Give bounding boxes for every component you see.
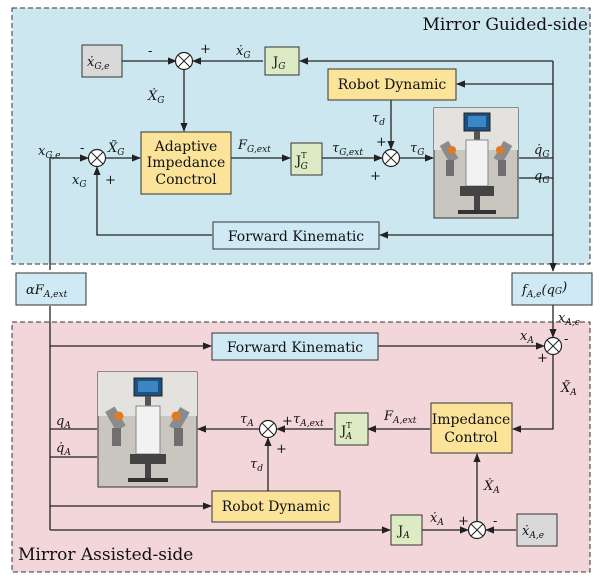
label-fgext: FG,ext	[237, 138, 271, 155]
assisted-side-title: Mirror Assisted-side	[18, 545, 193, 565]
label-faext: FA,ext	[383, 409, 417, 426]
robot-image-assisted	[97, 371, 198, 488]
label-q-g: qG	[534, 169, 550, 186]
svg-text:ẋA,e: ẋA,e	[522, 524, 544, 541]
forward-kinematic-guided-block: Forward Kinematic	[212, 221, 380, 250]
label-xge: xG,e	[38, 144, 60, 161]
svg-text:Impedance: Impedance	[432, 412, 511, 428]
label-xg: xG	[72, 173, 87, 190]
sign-plus-a2: +	[282, 414, 293, 429]
label-xa: xA	[520, 329, 534, 346]
label-q-a: qA	[56, 414, 71, 431]
forward-kinematic-assisted-block: Forward Kinematic	[211, 332, 379, 361]
label-tau-a: τA	[240, 412, 254, 429]
f-ae-block: fA,e(qG)	[511, 272, 593, 306]
sign-plus-g2: +	[105, 173, 116, 188]
svg-text:fA,e(qG): fA,e(qG)	[521, 280, 567, 300]
sum-junction-guided-3	[381, 148, 401, 168]
sign-plus-g4: +	[370, 169, 381, 184]
svg-text:ẋG,e: ẋG,e	[87, 55, 109, 72]
sign-plus-a4: +	[458, 514, 469, 529]
sign-minus-g1: -	[148, 44, 152, 59]
sign-minus-a4: -	[493, 514, 497, 529]
label-tau-g: τG	[410, 141, 424, 158]
sum-junction-assisted-1	[543, 336, 563, 356]
label-tauaext: τA,ext	[293, 412, 324, 429]
xdot-ae-input-block: ẋA,e	[516, 513, 558, 547]
sign-plus-a3: +	[276, 442, 287, 457]
label-taud-a: τd	[250, 457, 263, 474]
svg-text:JTA: JTA	[339, 421, 353, 442]
sign-plus-g3: +	[376, 135, 387, 150]
sign-minus-g2: -	[80, 141, 84, 156]
sign-plus-g1: +	[200, 42, 211, 57]
label-xae: xA,e	[558, 311, 580, 328]
xdot-ge-input-block: ẋG,e	[81, 44, 123, 78]
ja-block: JA	[390, 514, 423, 546]
label-xdot-g: ẋG	[236, 44, 251, 61]
svg-text:Control: Control	[444, 430, 498, 446]
label-xdot-a: ẋA	[430, 511, 444, 528]
jg-block: JG	[264, 46, 300, 76]
adaptive-impedance-control-block: Adaptive Impedance Conctrol	[140, 131, 232, 195]
guided-side-title: Mirror Guided-side	[422, 15, 588, 35]
svg-text:JG: JG	[271, 55, 285, 72]
svg-text:JTG: JTG	[294, 151, 308, 172]
sum-junction-guided-1	[174, 51, 194, 71]
robot-image-guided	[433, 107, 519, 219]
robot-dynamic-assisted-block: Robot Dynamic	[211, 490, 341, 523]
guided-wires	[49, 57, 557, 272]
svg-text:Robot Dynamic: Robot Dynamic	[222, 499, 331, 515]
label-Xdot-a: ẊA	[483, 477, 500, 496]
label-qdot-a: q̇A	[56, 441, 71, 458]
assisted-wires	[49, 305, 557, 534]
svg-text:Forward Kinematic: Forward Kinematic	[228, 229, 364, 245]
label-Xdot-g: ẊG	[147, 87, 164, 106]
sign-minus-a1: -	[564, 332, 568, 347]
svg-text:Conctrol: Conctrol	[155, 172, 217, 188]
svg-text:Impedance: Impedance	[147, 155, 226, 171]
robot-dynamic-guided-block: Robot Dynamic	[327, 68, 457, 101]
svg-text:Forward Kinematic: Forward Kinematic	[227, 340, 363, 356]
label-Xtil-a: X̃A	[560, 380, 577, 398]
svg-text:JA: JA	[396, 524, 410, 541]
label-qdot-g: q̇G	[534, 143, 550, 160]
sum-junction-guided-2	[87, 148, 107, 168]
label-Xtil-g: X̃G	[107, 140, 124, 158]
sum-junction-assisted-3	[467, 520, 487, 540]
alpha-f-block: αFA,ext	[15, 272, 87, 306]
label-taugext: τG,ext	[332, 141, 363, 158]
sign-plus-a1: +	[537, 351, 548, 366]
sum-junction-assisted-2	[258, 419, 278, 439]
svg-text:Robot Dynamic: Robot Dynamic	[338, 77, 447, 93]
label-taud-g: τd	[372, 111, 385, 128]
svg-text:Adaptive: Adaptive	[154, 139, 218, 155]
svg-text:αFA,ext: αFA,ext	[26, 283, 68, 300]
impedance-control-block: Impedance Control	[430, 402, 513, 454]
